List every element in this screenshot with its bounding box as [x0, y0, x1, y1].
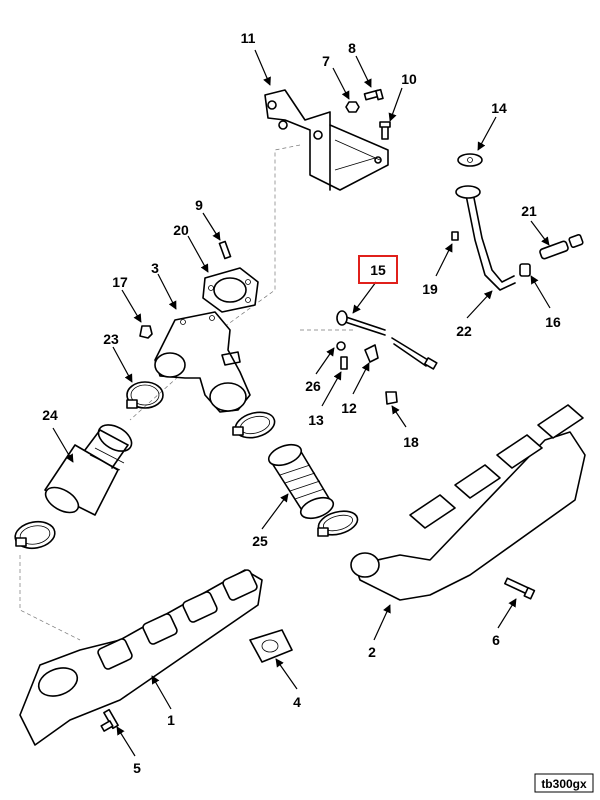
nut-part-16[interactable]	[519, 263, 531, 277]
bellows-part-25[interactable]	[266, 441, 336, 523]
clamp-upper-right[interactable]	[232, 408, 278, 442]
callout-1[interactable]: 1	[167, 712, 175, 728]
elbow-housing-part-3[interactable]	[154, 311, 251, 413]
callout-18[interactable]: 18	[403, 434, 419, 450]
callout-17[interactable]: 17	[112, 274, 128, 290]
plug-part-17[interactable]	[139, 325, 153, 339]
callout-26[interactable]: 26	[305, 378, 321, 394]
manifold-2-ports	[409, 404, 584, 529]
bolt-part-8[interactable]	[363, 88, 384, 101]
bracket-part-11[interactable]	[264, 89, 389, 191]
callout-21[interactable]: 21	[521, 203, 537, 219]
callout-8[interactable]: 8	[348, 40, 356, 56]
manifold-1-ports	[97, 569, 258, 670]
callout-23[interactable]: 23	[103, 331, 119, 347]
oil-line-part-15[interactable]	[336, 310, 438, 370]
callout-25[interactable]: 25	[252, 533, 268, 549]
fitting-part-19[interactable]	[451, 231, 459, 241]
callout-3[interactable]: 3	[151, 260, 159, 276]
fitting-part-13[interactable]	[340, 356, 348, 370]
gasket-part-20[interactable]	[202, 267, 259, 313]
callout-16[interactable]: 16	[545, 314, 561, 330]
callout-7[interactable]: 7	[322, 53, 330, 69]
callout-10[interactable]: 10	[401, 71, 417, 87]
gasket-part-14[interactable]	[457, 153, 483, 167]
callout-19[interactable]: 19	[422, 281, 438, 297]
stud-part-9[interactable]	[218, 240, 232, 260]
highlight-frame	[358, 255, 398, 284]
tube-part-22[interactable]	[455, 185, 516, 291]
bolt-part-5[interactable]	[100, 708, 119, 732]
clamp-part-25-lower[interactable]	[316, 507, 360, 539]
callout-12[interactable]: 12	[341, 400, 357, 416]
callout-13[interactable]: 13	[308, 412, 324, 428]
nut-part-7[interactable]	[345, 101, 360, 113]
callout-4[interactable]: 4	[293, 694, 301, 710]
callout-14[interactable]: 14	[491, 100, 507, 116]
callout-labels: 11 8 7 10 14 9 21 20 3 17 19 16 22 23 26…	[42, 30, 561, 776]
clamp-lower-left[interactable]	[13, 519, 57, 552]
bolt-part-6[interactable]	[504, 577, 536, 600]
highlighted-callout-15[interactable]: 15	[358, 255, 398, 284]
callout-6[interactable]: 6	[492, 632, 500, 648]
callout-24[interactable]: 24	[42, 407, 58, 423]
callout-9[interactable]: 9	[195, 197, 203, 213]
drawing-tag-frame	[534, 773, 594, 793]
clamp-part-23[interactable]	[126, 381, 164, 409]
drawing-tag: tb300gx	[534, 773, 594, 793]
callout-2[interactable]: 2	[368, 644, 376, 660]
sleeve-part-21[interactable]	[539, 234, 584, 260]
callout-5[interactable]: 5	[133, 760, 141, 776]
gasket-part-4[interactable]	[249, 629, 293, 663]
drawing-tag-text: tb300gx	[541, 777, 587, 791]
manifold-part-1[interactable]	[19, 569, 263, 746]
callout-20[interactable]: 20	[173, 222, 189, 238]
bolt-part-10[interactable]	[379, 121, 391, 140]
clip-part-12[interactable]	[364, 344, 379, 363]
plug-part-18[interactable]	[385, 391, 398, 405]
callout-22[interactable]: 22	[456, 323, 472, 339]
fitting-part-26[interactable]	[336, 341, 346, 351]
callout-11[interactable]: 11	[241, 30, 256, 46]
callout-15[interactable]: 15	[370, 262, 386, 278]
manifold-part-2[interactable]	[350, 404, 586, 601]
leader-arrows	[52, 49, 551, 757]
pipe-part-24[interactable]	[41, 419, 136, 517]
